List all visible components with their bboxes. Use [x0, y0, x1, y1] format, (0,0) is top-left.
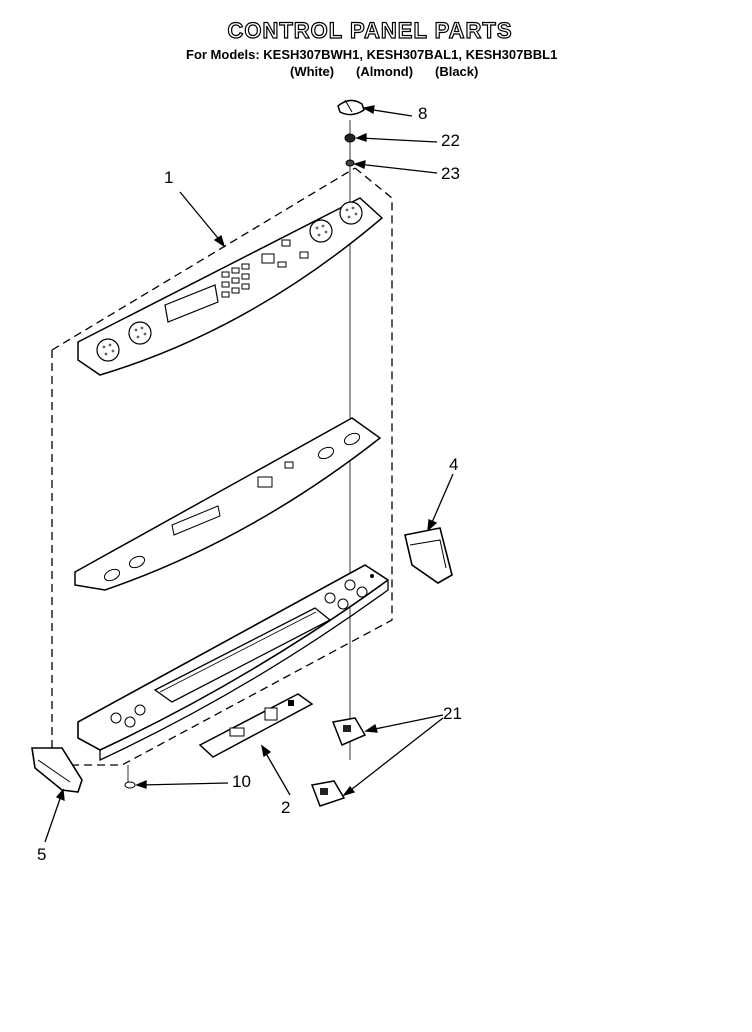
- display-window: [164, 284, 219, 323]
- control-panel-frame: [77, 564, 390, 762]
- burner-control-icon: [96, 338, 120, 362]
- control-board-part-2: [198, 693, 314, 758]
- burner-control-icon: [339, 201, 363, 225]
- assembly-outline-right: [70, 167, 393, 766]
- burner-control-icon: [309, 219, 333, 243]
- model-list: For Models: KESH307BWH1, KESH307BAL1, KE…: [186, 47, 558, 62]
- screw-part-10: [124, 765, 136, 789]
- callout-5: 5: [37, 845, 47, 864]
- burner-control-icon: [128, 321, 152, 345]
- callout-23: 23: [441, 164, 460, 183]
- control-panel-insert: [74, 417, 382, 591]
- callout-1: 1: [164, 168, 174, 187]
- end-cap-part-5: [31, 747, 83, 793]
- color-black: (Black): [435, 64, 479, 79]
- switch-part-21: [310, 717, 367, 807]
- callout-22: 22: [441, 131, 460, 150]
- callout-leader-lines: [44, 105, 454, 843]
- callout-8: 8: [418, 104, 428, 123]
- callout-10: 10: [232, 772, 251, 791]
- washer-part-23: [345, 159, 355, 167]
- color-white: (White): [290, 64, 335, 79]
- diagram-title: CONTROL PANEL PARTS: [227, 17, 513, 43]
- assembly-outline-top: [51, 167, 356, 351]
- callout-21: 21: [443, 704, 462, 723]
- callout-2: 2: [281, 798, 291, 817]
- spacer-part-22: [344, 133, 356, 143]
- end-cap-part-4: [404, 527, 453, 584]
- knob-part-8: [337, 99, 365, 116]
- color-almond: (Almond): [356, 64, 414, 79]
- control-panel-overlay-part-1: [77, 197, 384, 376]
- callout-4: 4: [449, 455, 459, 474]
